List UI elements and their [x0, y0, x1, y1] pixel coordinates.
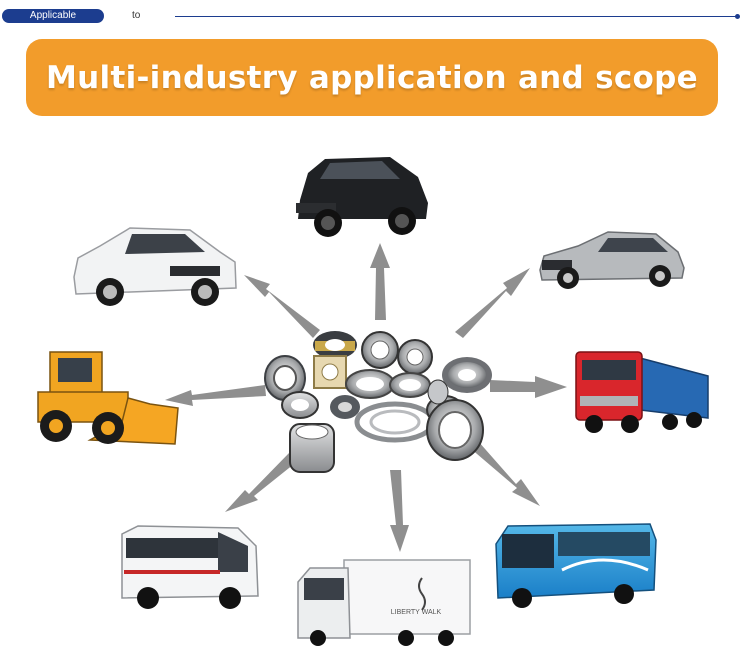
arrow-to-lorry	[390, 470, 409, 552]
white-lorry-image: LIBERTY WALK	[297, 559, 471, 646]
red-truck-image	[575, 351, 709, 433]
banner-title: Multi-industry application and scope	[46, 59, 698, 96]
arrow-to-sportscar	[455, 268, 530, 338]
arrow-to-offroad	[370, 243, 390, 320]
arrow-to-truck	[490, 376, 567, 398]
title-banner: Multi-industry application and scope	[26, 39, 718, 116]
lorry-lettering: LIBERTY WALK	[391, 609, 442, 616]
applicable-tag: Applicable	[2, 9, 104, 23]
header-divider-line	[175, 14, 740, 19]
arrow-to-loader	[165, 385, 266, 406]
wheel-loader-image	[37, 351, 179, 445]
arrow-to-coach	[225, 452, 299, 512]
white-suv-image	[73, 227, 237, 306]
bearings-cluster	[264, 331, 492, 473]
arrow-to-citybus	[470, 441, 540, 506]
arrows	[165, 243, 567, 552]
sportscar-image	[539, 231, 685, 289]
arrow-to-suv	[244, 275, 320, 338]
applicable-to-text: to	[132, 10, 141, 21]
city-bus-image	[495, 523, 657, 608]
coach-bus-image	[121, 525, 259, 609]
offroad-suv-image	[296, 157, 428, 237]
